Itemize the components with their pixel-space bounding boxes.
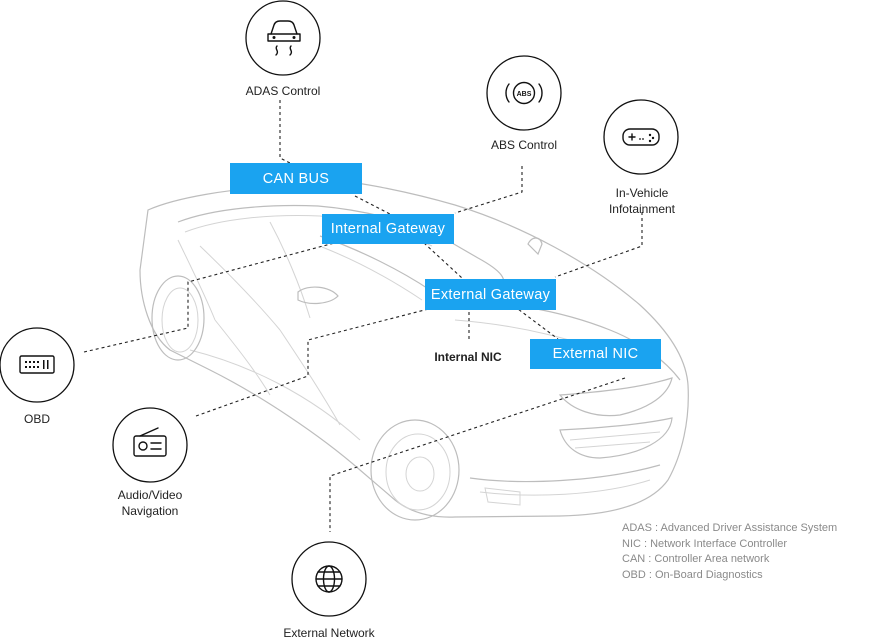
legend-item-adas: ADAS : Advanced Driver Assistance System [622,522,838,534]
connector-internal-to-external-gateway [423,242,463,279]
obd-port-icon [19,355,55,374]
external-network-node[interactable] [291,541,367,617]
internal-nic-label: Internal NIC [434,350,502,364]
car-illustration [139,179,689,521]
gamepad-icon [622,128,660,146]
connector-abs [454,166,523,214]
audio-label-line2: Navigation [121,504,179,518]
connector-lines [83,100,643,532]
audio-node[interactable] [112,407,188,483]
connector-audio [195,305,441,417]
legend-item-nic: NIC : Network Interface Controller [622,537,788,550]
adas-label: ADAS Control [245,84,321,98]
adas-node[interactable] [245,0,321,76]
abs-label: ABS Control [490,138,558,152]
external-nic-tag[interactable]: External NIC [530,339,661,369]
legend-item-obd: OBD : On-Board Diagnostics [622,568,763,581]
abbreviation-legend: ADAS : Advanced Driver Assistance System… [622,521,837,583]
audio-label-line1: Audio/Video [117,488,183,502]
can-bus-tag[interactable]: CAN BUS [230,163,362,194]
connector-infotainment [554,212,643,278]
infotainment-node[interactable] [603,99,679,175]
obd-label: OBD [23,412,50,426]
abs-icon: ABS [505,81,543,105]
connector-external-network [329,377,626,532]
obd-node[interactable] [0,327,75,403]
connector-obd [83,241,339,353]
infotainment-label-line1: In-Vehicle [615,186,669,200]
legend-item-can: CAN : Controller Area network [622,553,770,565]
external-gateway-tag[interactable]: External Gateway [425,279,556,310]
audio-label: Audio/Video Navigation [100,487,200,519]
infotainment-label: In-Vehicle Infotainment [590,185,694,217]
connector-bus-to-internal-gateway [354,195,391,215]
globe-icon [315,565,343,593]
abs-icon-text: ABS [517,91,532,98]
external-network-label: External Network [283,626,375,640]
internal-gateway-tag[interactable]: Internal Gateway [322,214,454,244]
connector-external-gateway-to-nic [513,305,559,340]
radio-icon [133,427,167,457]
car-skid-icon [267,20,301,56]
abs-node[interactable]: ABS [486,55,562,131]
infotainment-label-line2: Infotainment [608,202,676,216]
connector-adas [279,100,297,167]
